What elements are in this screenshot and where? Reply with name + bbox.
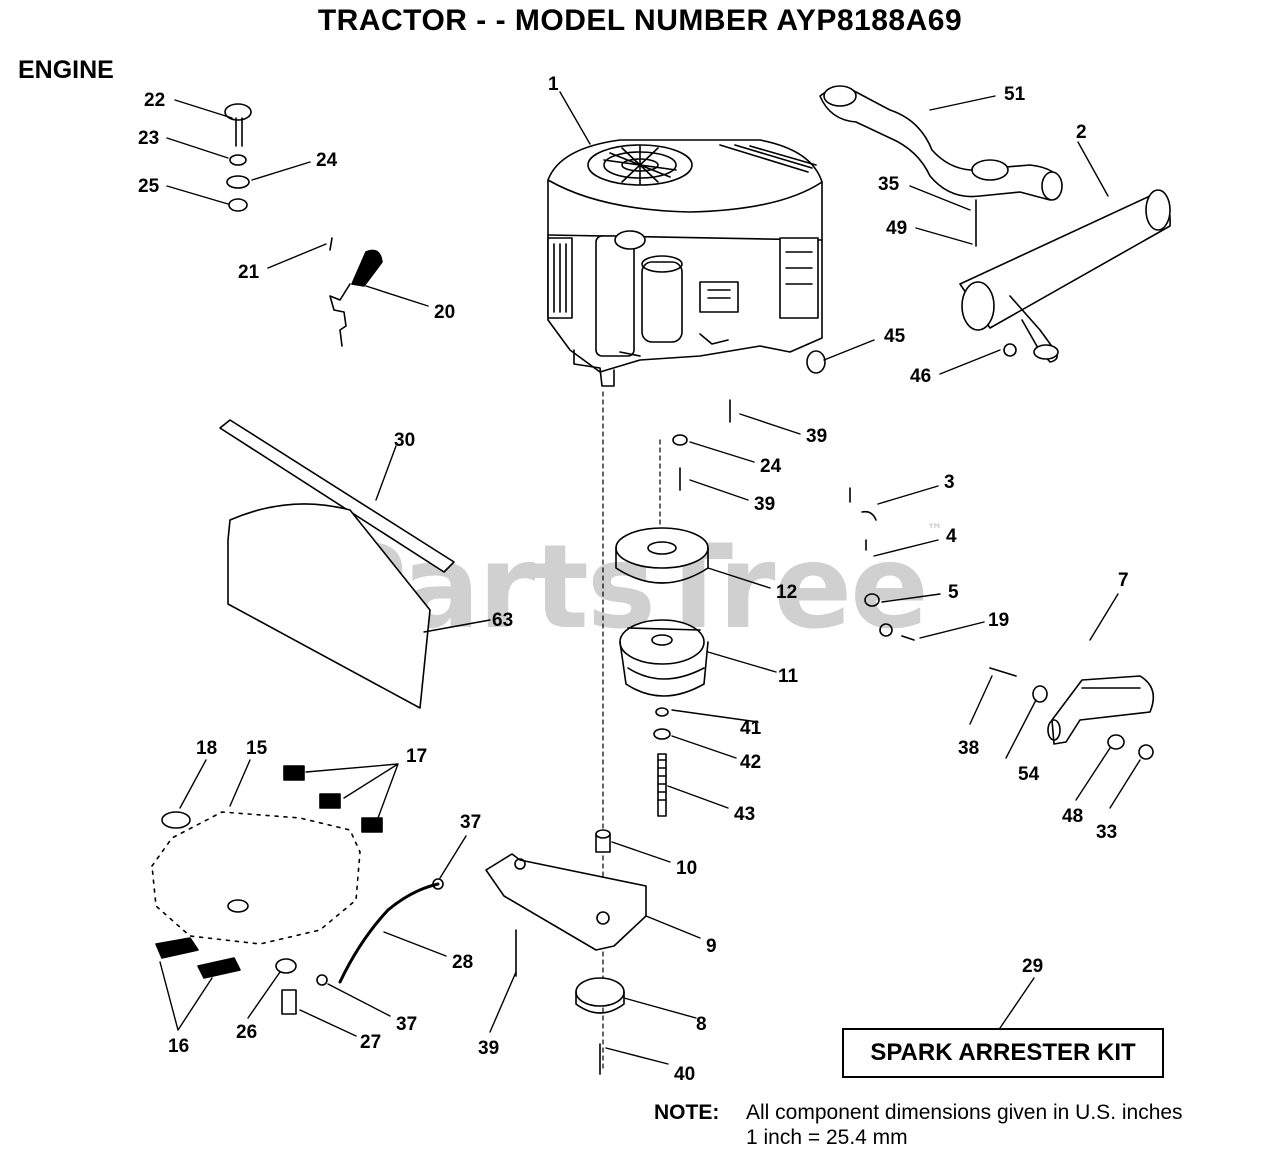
callout-7: 7 — [1118, 570, 1129, 591]
callout-10: 10 — [676, 858, 697, 879]
callout-16: 16 — [168, 1036, 189, 1057]
engine-pulley-part — [615, 527, 709, 584]
hardware-part — [849, 487, 877, 551]
foam-strip-part — [219, 419, 455, 573]
callout-15: 15 — [246, 738, 268, 759]
callout-24b: 24 — [760, 456, 782, 477]
callout-numbers: 1 2 3 4 5 7 8 9 10 11 12 15 16 17 18 19 … — [138, 74, 1129, 1085]
hose-clamp-part — [432, 878, 444, 890]
mounting-bracket-part — [1051, 675, 1155, 745]
drain-plug-part — [806, 350, 826, 374]
grommet-part — [161, 811, 191, 829]
callout-51: 51 — [1004, 84, 1026, 105]
section-label: ENGINE — [18, 56, 114, 84]
callout-12: 12 — [776, 582, 797, 603]
callout-39c: 39 — [478, 1038, 499, 1059]
callout-8: 8 — [696, 1014, 707, 1035]
bracket-hole — [1047, 719, 1061, 741]
flat-washer-part — [653, 728, 671, 740]
callout-42: 42 — [740, 752, 761, 773]
engine-base-part — [151, 811, 361, 945]
callout-19: 19 — [988, 610, 1009, 631]
callout-46: 46 — [910, 366, 931, 387]
belt-guard-part — [227, 503, 431, 709]
callout-3: 3 — [944, 472, 955, 493]
callout-20: 20 — [434, 302, 455, 323]
callout-27: 27 — [360, 1032, 381, 1053]
callout-37b: 37 — [396, 1014, 417, 1035]
bracket-hole — [514, 858, 526, 870]
bracket-hole — [596, 911, 610, 925]
callout-43: 43 — [734, 804, 755, 825]
lock-washer-part — [655, 707, 669, 717]
callout-18: 18 — [196, 738, 217, 759]
cap-screw-stack-part — [224, 103, 252, 212]
diagram-title: TRACTOR - - MODEL NUMBER AYP8188A69 — [317, 4, 963, 37]
spark-arrester-kit-box: SPARK ARRESTER KIT — [842, 1028, 1164, 1078]
callout-39: 39 — [806, 426, 827, 447]
muffler-part — [959, 189, 1171, 363]
callout-23: 23 — [138, 128, 159, 149]
electric-clutch-part — [619, 619, 709, 697]
washer-part — [1032, 685, 1048, 703]
spacer-part — [595, 833, 611, 853]
callout-35: 35 — [878, 174, 900, 195]
callout-2: 2 — [1076, 122, 1087, 143]
pad-part — [155, 937, 241, 979]
callout-48: 48 — [1062, 806, 1083, 827]
callout-63: 63 — [492, 610, 513, 631]
valve-part — [281, 989, 297, 1015]
callout-30: 30 — [394, 430, 415, 451]
callout-38: 38 — [958, 738, 979, 759]
hardware-part — [864, 593, 880, 607]
note-line-1: All component dimensions given in U.S. i… — [746, 1101, 1183, 1124]
callout-39b: 39 — [754, 494, 775, 515]
idler-pulley-rim — [575, 991, 625, 1014]
washer-part — [672, 434, 688, 446]
callout-40: 40 — [674, 1064, 695, 1085]
callout-54: 54 — [1018, 764, 1040, 785]
engine-part — [547, 139, 823, 387]
idler-pulley-part — [575, 977, 625, 1007]
callout-5: 5 — [948, 582, 959, 603]
washer-part — [1107, 734, 1125, 750]
callout-45: 45 — [884, 326, 906, 347]
idler-bracket-part — [485, 853, 647, 951]
callout-28: 28 — [452, 952, 473, 973]
callout-29: 29 — [1022, 956, 1043, 977]
hose-clamp-part — [316, 974, 328, 986]
callout-41: 41 — [740, 718, 762, 739]
long-bolt-part — [657, 753, 667, 817]
callout-33: 33 — [1096, 822, 1117, 843]
callout-25: 25 — [138, 176, 160, 197]
callout-24: 24 — [316, 150, 338, 171]
grommet-part — [227, 899, 249, 913]
note-label: NOTE: — [654, 1101, 720, 1124]
callout-1: 1 — [548, 74, 559, 95]
bolt-threads — [657, 759, 667, 801]
exhaust-pipe-part — [819, 85, 1063, 201]
spacer-top — [595, 829, 611, 839]
clip-part — [283, 765, 383, 833]
throttle-bracket-part — [329, 237, 383, 347]
callout-11: 11 — [778, 666, 799, 687]
callout-37: 37 — [460, 812, 481, 833]
callout-49: 49 — [886, 218, 907, 239]
note-line-2: 1 inch = 25.4 mm — [746, 1126, 908, 1149]
leader-lines — [159, 91, 1141, 1065]
hose-part — [338, 882, 440, 984]
nut-part — [1138, 744, 1154, 760]
fitting-part — [275, 958, 297, 974]
callout-22: 22 — [144, 90, 165, 111]
hardware-part — [879, 623, 893, 637]
callout-9: 9 — [706, 936, 717, 957]
hardware-part — [901, 635, 915, 641]
callout-4: 4 — [946, 526, 957, 547]
bolt-part — [989, 667, 1017, 677]
callout-26: 26 — [236, 1022, 257, 1043]
callout-21: 21 — [238, 262, 260, 283]
callout-17: 17 — [406, 746, 427, 767]
